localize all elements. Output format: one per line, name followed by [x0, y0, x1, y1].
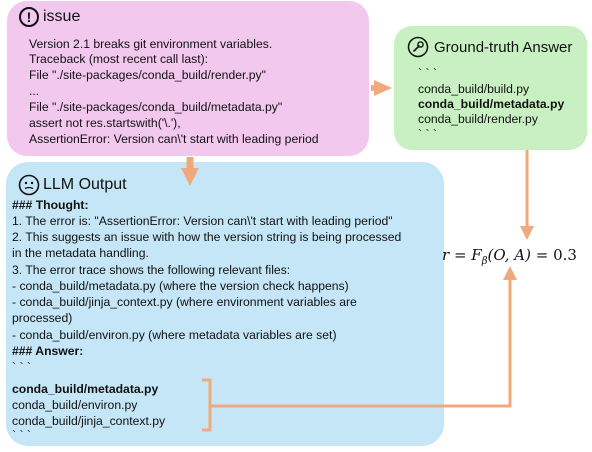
issue-line: ...	[29, 84, 40, 98]
ground-truth-line: ` ` `	[418, 66, 437, 80]
issue-line: assert not res.startswith('\.'),	[29, 116, 181, 130]
wrench-icon	[407, 36, 429, 58]
issue-header: ! issue	[19, 7, 80, 27]
llm-line: processed)	[12, 311, 73, 325]
ground-truth-line: conda_build/metadata.py	[418, 97, 565, 111]
formula-lhs: r	[442, 246, 450, 264]
arrow-answer-to-formula	[210, 266, 517, 408]
answer-line: ` ` `	[12, 360, 31, 374]
formula-value: 0.3	[553, 246, 577, 264]
arrow-issue-to-llm	[181, 157, 199, 186]
ground-truth-header: Ground-truth Answer	[407, 36, 572, 58]
issue-line: File "./site-packages/conda_build/metada…	[29, 100, 283, 114]
llm-output-panel: LLM Output ### Thought: 1. The error is:…	[6, 162, 444, 446]
issue-line: AssertionError: Version can\'t start wit…	[29, 132, 319, 146]
formula-eq: =	[530, 246, 554, 264]
llm-title: LLM Output	[43, 176, 127, 193]
issue-line: File "./site-packages/conda_build/render…	[29, 68, 266, 82]
exclamation-icon: !	[19, 7, 39, 27]
answer-line: conda_build/environ.py	[12, 398, 138, 412]
answer-line: conda_build/metadata.py	[12, 382, 159, 396]
ground-truth-line: conda_build/render.py	[418, 112, 538, 126]
arrow-issue-to-gt	[371, 80, 392, 96]
issue-line: Traceback (most recent call last):	[29, 52, 209, 66]
issue-panel: ! issue Version 2.1 breaks git environme…	[7, 1, 369, 156]
llm-line: 1. The error is: "AssertionError: Versio…	[12, 214, 393, 228]
thought-heading: ### Thought:	[12, 198, 89, 212]
answer-line: conda_build/jinja_context.py	[12, 414, 166, 428]
llm-line: in the metadata handling.	[12, 246, 149, 260]
answer-heading: ### Answer:	[12, 344, 84, 358]
arrow-gt-to-formula	[520, 150, 534, 240]
llm-line: 3. The error trace shows the following r…	[12, 263, 291, 277]
score-formula: r = Fβ(O, A) = 0.3	[442, 246, 577, 267]
thinking-face-icon	[18, 174, 40, 196]
llm-line: - conda_build/jinja_context.py (where en…	[12, 295, 357, 309]
formula-f: F	[471, 246, 482, 264]
formula-args: (O, A)	[487, 246, 531, 264]
answer-bracket	[202, 378, 212, 432]
ground-truth-line: ` ` `	[418, 127, 437, 141]
llm-header: LLM Output	[18, 174, 127, 196]
ground-truth-panel: Ground-truth Answer ` ` ` conda_build/bu…	[394, 26, 587, 150]
answer-line: ` ` `	[12, 428, 31, 442]
llm-line: - conda_build/metadata.py (where the ver…	[12, 279, 349, 293]
formula-subscript: β	[481, 256, 488, 267]
ground-truth-line: conda_build/build.py	[418, 82, 530, 96]
llm-line: 2. This suggests an issue with how the v…	[12, 230, 402, 244]
issue-title: issue	[43, 8, 81, 25]
issue-line: Version 2.1 breaks git environment varia…	[29, 37, 273, 51]
formula-eq: =	[449, 246, 472, 264]
ground-truth-title: Ground-truth Answer	[434, 38, 573, 56]
llm-line: - conda_build/environ.py (where metadata…	[12, 328, 337, 342]
